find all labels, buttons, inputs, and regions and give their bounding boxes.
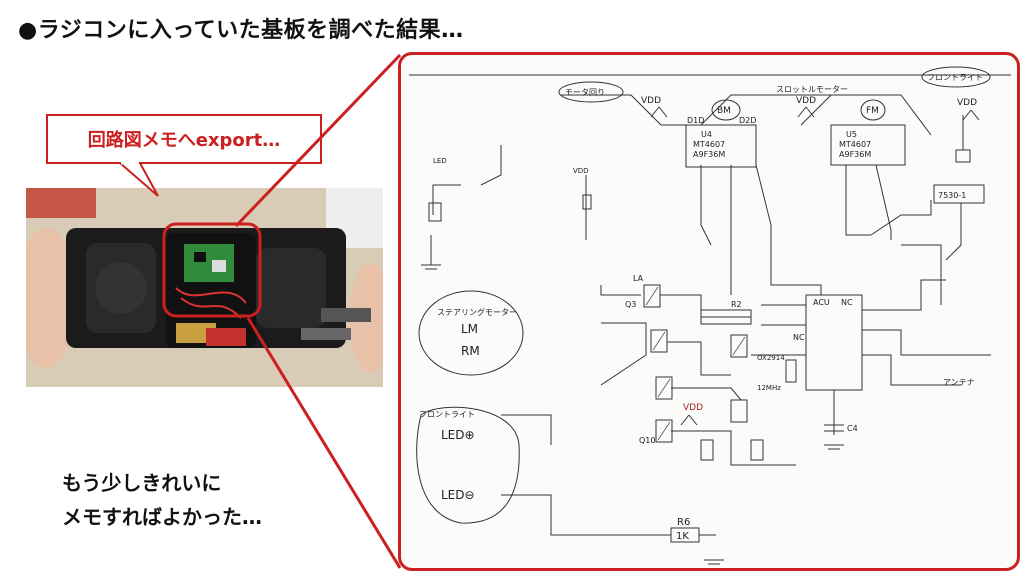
label-r2: R2: [731, 300, 742, 309]
label-u4: U4: [701, 130, 712, 139]
label-la: LA: [633, 274, 644, 283]
caption-line-2: メモすればよかった…: [62, 505, 262, 529]
vdd-label-2: VDD: [796, 96, 816, 106]
label-led-plus: LED⊕: [441, 428, 475, 442]
schematic-panel: VDD VDD VDD VDD VDD BM FM スロットルモーター モータ回…: [398, 52, 1020, 571]
label-a9f36m-a: A9F36M: [693, 150, 725, 159]
label-bm: BM: [717, 106, 731, 116]
vdd-label-3: VDD: [957, 98, 977, 108]
caption: もう少しきれいに メモすればよかった…: [62, 466, 262, 534]
label-mt4607-b: MT4607: [839, 140, 871, 149]
label-steering-motor: ステアリングモーター: [437, 307, 517, 317]
label-a9f36m-b: A9F36M: [839, 150, 871, 159]
label-front-light-top: フロントライト: [927, 73, 983, 82]
label-motor-top: モータ回り: [565, 88, 605, 97]
label-led-minus: LED⊖: [441, 488, 475, 502]
vdd-label-4: VDD: [683, 403, 703, 413]
label-q10: Q10: [639, 436, 655, 445]
callout-text: 回路図メモへexport…: [87, 130, 281, 151]
label-d1: D1D: [687, 116, 704, 125]
label-u5: U5: [846, 130, 857, 139]
label-front-light: フロントライト: [419, 410, 475, 419]
label-freq: 12MHz: [757, 384, 781, 392]
label-7530: 7530-1: [938, 191, 966, 200]
label-d2: D2D: [739, 116, 756, 125]
label-xtal: OX2914: [757, 354, 785, 362]
label-r6: R6: [677, 517, 690, 528]
label-fm: FM: [866, 106, 879, 116]
label-antenna: アンテナ: [943, 378, 975, 387]
label-r6-value: 1K: [676, 531, 689, 542]
label-q3: Q3: [625, 300, 636, 309]
vdd-label-1: VDD: [641, 96, 661, 106]
rc-car-photo: [26, 188, 383, 387]
callout-box: 回路図メモへexport…: [46, 114, 322, 164]
label-acu: ACU: [813, 298, 830, 307]
label-c4: C4: [847, 424, 858, 433]
rc-car-illustration: [26, 188, 383, 387]
schematic-drawing: VDD VDD VDD VDD VDD BM FM スロットルモーター モータ回…: [409, 66, 1011, 565]
label-led: LED: [433, 157, 447, 165]
label-mt4607-a: MT4607: [693, 140, 725, 149]
label-nc-2: NC: [793, 333, 805, 342]
label-nc-1: NC: [841, 298, 853, 307]
vdd-label-5: VDD: [573, 167, 589, 175]
label-lm: LM: [461, 322, 478, 336]
caption-line-1: もう少しきれいに: [62, 471, 222, 495]
slide-title: ●ラジコンに入っていた基板を調べた結果…: [18, 18, 464, 43]
label-rm: RM: [461, 344, 480, 358]
label-throttle-motor: スロットルモーター: [776, 85, 848, 94]
